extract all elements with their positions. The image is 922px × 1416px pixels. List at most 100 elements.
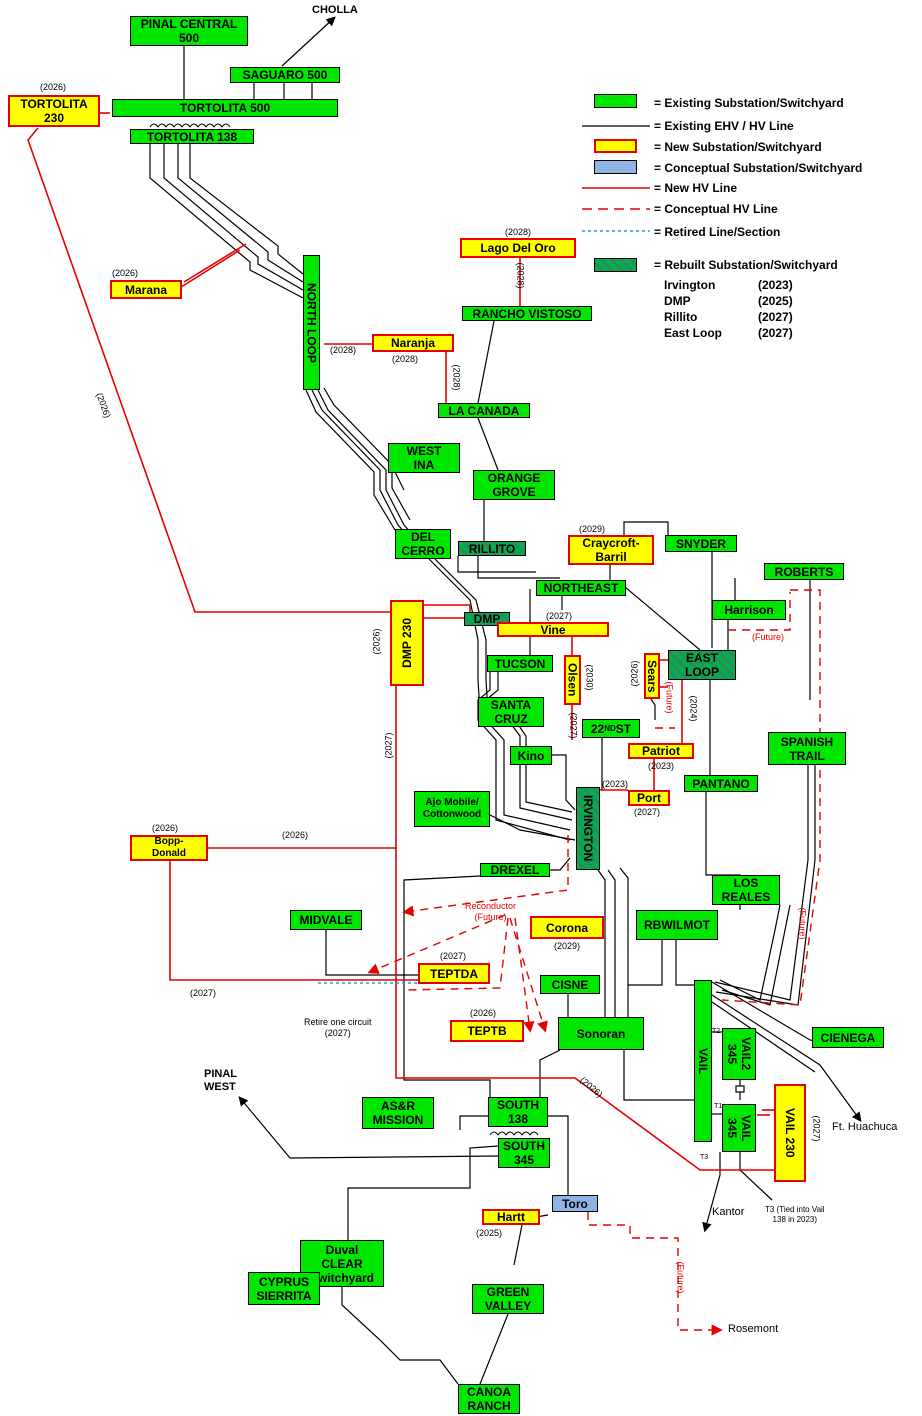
sub-hartt: Hartt <box>482 1209 540 1225</box>
sub-craycroft-barril: Craycroft- Barril <box>568 535 654 565</box>
year-bopp-down: (2027) <box>190 988 217 998</box>
sub-northeast: NORTHEAST <box>536 580 626 596</box>
sub-la-canada: LA CANADA <box>438 403 530 418</box>
sub-south-345: SOUTH 345 <box>498 1138 550 1168</box>
sub-toro: Toro <box>552 1195 598 1212</box>
legend-conceptual-swatch <box>594 160 637 174</box>
year-vine-line: (2027) <box>568 712 579 739</box>
sub-south-138: SOUTH 138 <box>488 1097 548 1127</box>
legend-new-line: = New HV Line <box>654 181 738 195</box>
legend-rebuilt-year-1: (2025) <box>758 294 793 308</box>
sub-bopp-donald: Bopp- Donald <box>130 835 208 861</box>
label-ft-huachuca: Ft. Huachuca <box>832 1121 898 1133</box>
year-teptda: (2027) <box>440 951 467 961</box>
sub-santa-cruz: SANTA CRUZ <box>478 697 544 727</box>
22nd-st-num: 22 <box>590 721 605 736</box>
sub-cienega: CIENEGA <box>812 1027 884 1048</box>
year-vine: (2027) <box>546 611 573 621</box>
sub-tortolita-138: TORTOLITA 138 <box>130 129 254 144</box>
year-dmp230: (2026) <box>371 628 382 655</box>
label-cholla: CHOLLA <box>312 4 358 16</box>
sub-roberts: ROBERTS <box>764 563 844 580</box>
sub-sonoran: Sonoran <box>558 1017 644 1050</box>
label-rosemont: Rosemont <box>728 1323 779 1335</box>
legend-rebuilt-name-2: Rillito <box>664 310 698 324</box>
sub-drexel: DREXEL <box>480 863 550 877</box>
year-sears: (2026) <box>629 660 640 687</box>
sub-lago-del-oro: Lago Del Oro <box>460 238 576 258</box>
year-bopp: (2026) <box>152 823 179 833</box>
sub-del-cerro: DEL CERRO <box>395 529 451 559</box>
year-marana: (2026) <box>112 268 139 278</box>
legend-rebuilt-name-0: Irvington <box>664 278 716 292</box>
legend-existing-sub: = Existing Substation/Switchyard <box>654 96 844 110</box>
sub-marana: Marana <box>110 280 182 299</box>
legend-rebuilt-name-3: East Loop <box>664 326 723 340</box>
label-t2: T2 <box>712 1028 721 1035</box>
sub-tortolita-500: TORTOLITA 500 <box>112 99 338 117</box>
sub-irvington: IRVINGTON <box>576 787 600 870</box>
legend-existing-line: = Existing EHV / HV Line <box>654 119 794 133</box>
sub-tortolita-230: TORTOLITA 230 <box>8 95 100 127</box>
legend-conceptual-sub: = Conceptual Substation/Switchyard <box>654 161 863 175</box>
legend-rebuilt-year-2: (2027) <box>758 310 793 324</box>
legend-rebuilt-swatch <box>594 258 637 272</box>
year-naranja-line: (2028) <box>451 364 462 391</box>
year-port-left: (2023) <box>602 779 629 789</box>
sub-east-loop: EAST LOOP <box>668 650 736 680</box>
year-bopp-line: (2026) <box>282 830 309 840</box>
year-vail230: (2027) <box>811 1115 822 1142</box>
year-east-future: (Future) <box>797 907 808 940</box>
sub-cisne: CISNE <box>540 975 600 994</box>
sub-rillito: RILLITO <box>458 541 526 556</box>
sub-patriot: Patriot <box>628 743 694 759</box>
year-eastloop-line: (2024) <box>688 695 699 722</box>
year-patriot: (2023) <box>648 761 675 771</box>
label-reconductor: Reconductor (Future) <box>465 901 517 922</box>
sub-teptb: TEPTB <box>450 1020 524 1042</box>
year-dmp-line: (2027) <box>383 732 394 759</box>
sub-snyder: SNYDER <box>665 535 737 552</box>
label-pinal-west: PINAL WEST <box>204 1068 237 1093</box>
label-retire-note: Retire one circuit (2027) <box>304 1017 372 1038</box>
legend-rebuilt-year-0: (2023) <box>758 278 793 292</box>
legend-new-swatch <box>594 139 637 153</box>
sub-teptda: TEPTDA <box>418 963 490 984</box>
sub-spanish-trail: SPANISH TRAIL <box>768 732 846 765</box>
year-port-below: (2027) <box>634 807 661 817</box>
label-t3: T3 <box>700 1154 709 1161</box>
sub-harrison: Harrison <box>712 600 786 620</box>
sub-naranja: Naranja <box>372 334 454 352</box>
sub-orange-grove: ORANGE GROVE <box>473 470 555 500</box>
year-teptb: (2026) <box>470 1008 497 1018</box>
sub-west-ina: WEST INA <box>388 443 460 473</box>
sub-corona: Corona <box>530 916 604 939</box>
sub-saguaro: SAGUARO 500 <box>230 67 340 83</box>
year-lago: (2028) <box>505 227 532 237</box>
legend-existing-swatch <box>594 94 637 108</box>
year-naranja-left: (2028) <box>330 345 357 355</box>
year-corona: (2029) <box>554 941 581 951</box>
sub-rbwilmot: RBWILMOT <box>636 910 718 940</box>
sub-midvale: MIDVALE <box>290 910 362 930</box>
sub-cyprus-sierrita: CYPRUS SIERRITA <box>248 1272 320 1305</box>
sub-tucson: TUCSON <box>487 655 553 672</box>
legend-rebuilt-name-1: DMP <box>664 294 691 308</box>
legend-rebuilt-year-3: (2027) <box>758 326 793 340</box>
sub-olsen: Olsen <box>564 655 581 705</box>
year-toro-future: (Future) <box>675 1261 686 1294</box>
sub-vail2-345: VAIL2 345 <box>722 1028 756 1080</box>
sub-ajo-mobile-cottonwood: Ajo Mobile/ Cottonwood <box>414 791 490 827</box>
sub-rancho-vistoso: RANCHO VISTOSO <box>462 306 592 321</box>
year-lago-line: (2028) <box>515 262 526 289</box>
legend-rebuilt-sub: = Rebuilt Substation/Switchyard <box>654 258 838 272</box>
sub-green-valley: GREEN VALLEY <box>472 1284 544 1314</box>
label-kantor: Kantor <box>712 1206 745 1218</box>
legend-conceptual-line: = Conceptual HV Line <box>654 202 778 216</box>
year-harrison-future: (Future) <box>752 632 785 642</box>
legend-retired-line: = Retired Line/Section <box>654 225 781 239</box>
legend-new-sub: = New Substation/Switchyard <box>654 140 822 154</box>
year-tortolita-230: (2026) <box>40 82 67 92</box>
